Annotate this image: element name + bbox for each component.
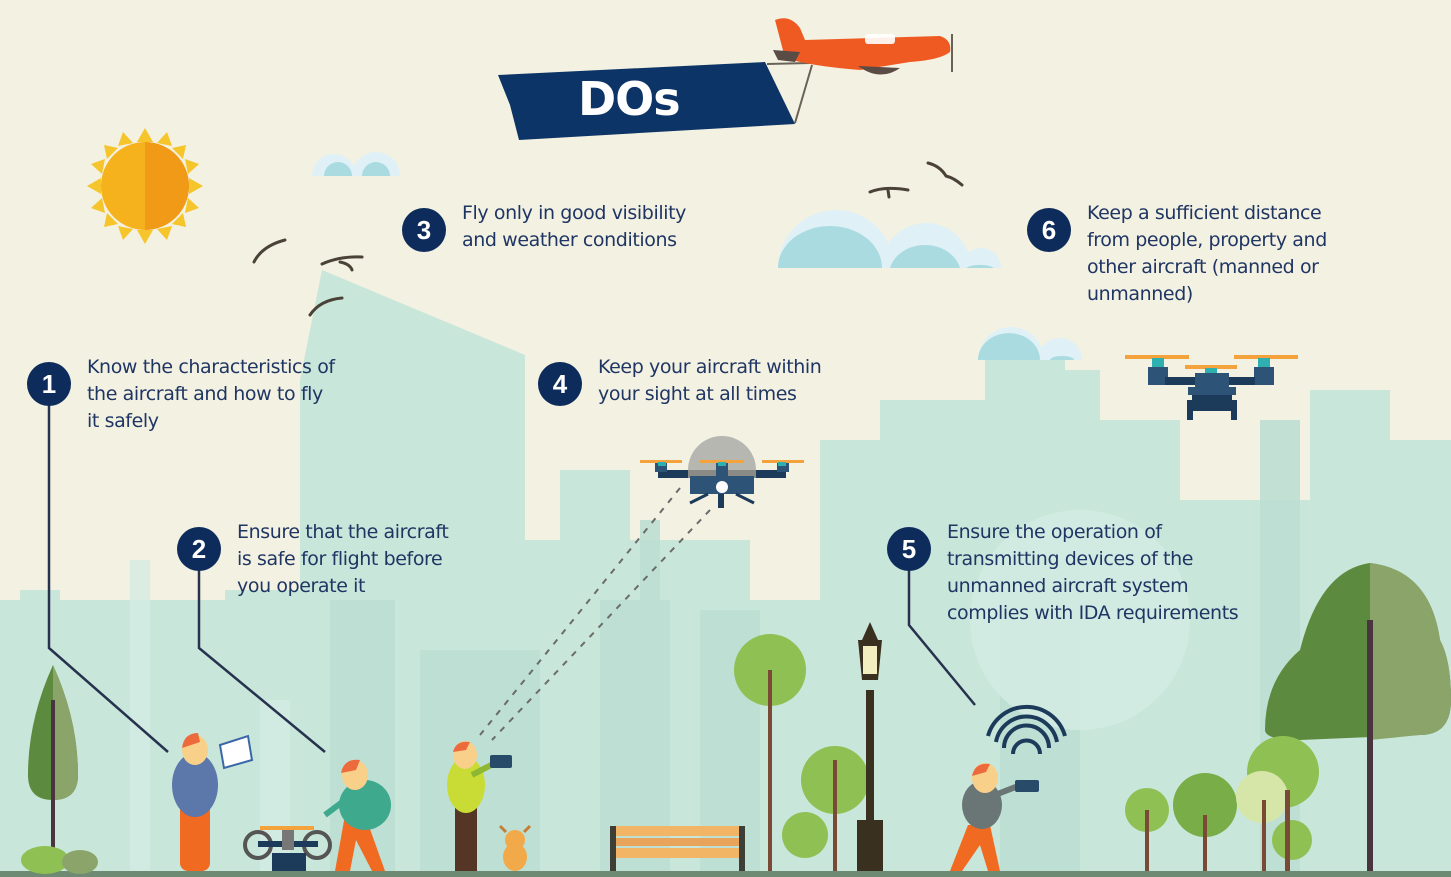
person-with-controller (447, 741, 512, 871)
tree-icon (1125, 563, 1451, 871)
connector-line-2 (197, 566, 326, 753)
do-item-6: 6 Keep a sufficient distance from people… (1027, 202, 1327, 308)
number-badge: 1 (27, 362, 71, 406)
street-lamp-icon (857, 622, 883, 871)
do-item-2: 2 Ensure that the aircraft is safe for f… (177, 521, 449, 600)
person-checking-drone (323, 759, 391, 871)
cloud-icon (978, 327, 1082, 360)
drone-icon (1125, 355, 1298, 420)
birds-icon (252, 161, 964, 317)
number-badge: 2 (177, 527, 221, 571)
page-title: DOs (578, 72, 681, 126)
item-text: Ensure that the aircraft is safe for fli… (237, 521, 449, 597)
connector-line-5 (907, 566, 976, 706)
bench-icon (610, 826, 745, 871)
ground-drone (243, 826, 332, 871)
number-badge: 4 (538, 362, 582, 406)
airplane-icon (773, 18, 953, 75)
wifi-signal-icon (986, 704, 1067, 755)
number-badge: 5 (887, 527, 931, 571)
connector-line-1 (47, 400, 169, 753)
number-badge: 6 (1027, 208, 1071, 252)
cloud-icon (778, 210, 1001, 268)
do-item-1: 1 Know the characteristics of the aircra… (27, 356, 335, 435)
number-badge: 3 (402, 208, 446, 252)
item-text: Know the characteristics of the aircraft… (87, 356, 335, 432)
do-item-4: 4 Keep your aircraft within your sight a… (538, 356, 822, 408)
item-text: Fly only in good visibility and weather … (462, 202, 686, 251)
do-item-3: 3 Fly only in good visibility and weathe… (402, 202, 686, 254)
tree-icon (21, 665, 98, 874)
item-text: Ensure the operation of transmitting dev… (947, 521, 1239, 624)
banner (498, 62, 795, 140)
dog-icon (498, 824, 532, 871)
ground (0, 871, 1451, 877)
tree-icon (734, 634, 869, 871)
plane-banner (498, 62, 813, 140)
sun-icon (87, 128, 203, 244)
item-text: Keep a sufficient distance from people, … (1087, 202, 1327, 305)
person-reading-manual (172, 733, 254, 871)
item-text: Keep your aircraft within your sight at … (598, 356, 822, 405)
person-with-transmitter (950, 763, 1039, 871)
cloud-icon (312, 152, 400, 176)
do-item-5: 5 Ensure the operation of transmitting d… (887, 521, 1239, 627)
drone-icon (640, 436, 804, 508)
